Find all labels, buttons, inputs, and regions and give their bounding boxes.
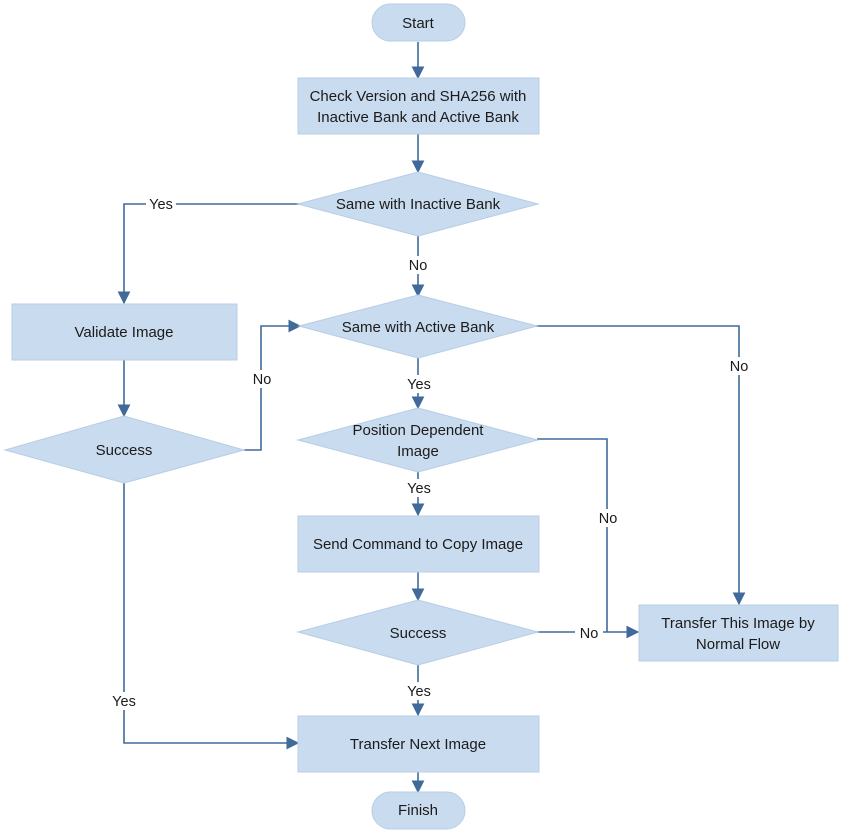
decision-same-inactive-label: Same with Inactive Bank [336, 196, 501, 213]
edge-labels: Yes No No Yes No Yes Yes No No Yes [108, 195, 753, 710]
validate-image-label: Validate Image [75, 324, 174, 341]
finish-terminator: Finish [371, 791, 466, 830]
decision-success-left-label: Success [96, 442, 153, 459]
transfer-normal-flow-line1: Transfer This Image by [661, 615, 815, 632]
transfer-next-image-process: Transfer Next Image [297, 715, 540, 773]
send-copy-command-label: Send Command to Copy Image [313, 536, 523, 553]
decision-success-mid-label: Success [390, 625, 447, 642]
edge-left-success-yes [123, 482, 300, 750]
finish-label: Finish [398, 802, 438, 819]
edge-inactive-yes [117, 203, 302, 305]
decision-same-inactive: Same with Inactive Bank [296, 171, 540, 237]
send-copy-command-process: Send Command to Copy Image [297, 515, 540, 573]
start-terminator: Start [371, 3, 466, 42]
label-position-no: No [599, 511, 618, 527]
label-active-yes: Yes [407, 377, 431, 393]
decision-position-dependent: Position Dependent Image [296, 407, 540, 473]
decision-same-active-label: Same with Active Bank [342, 319, 495, 336]
decision-position-dependent-line2: Image [397, 443, 439, 460]
label-left-success-no: No [253, 372, 272, 388]
transfer-next-image-label: Transfer Next Image [350, 736, 486, 753]
decision-position-dependent-line1: Position Dependent [353, 422, 485, 439]
decision-success-mid: Success [296, 599, 540, 666]
edge-active-no [536, 325, 746, 606]
check-version-label-line1: Check Version and SHA256 with [310, 88, 527, 105]
label-active-no: No [730, 359, 749, 375]
label-inactive-no: No [409, 258, 428, 274]
transfer-normal-flow-line2: Normal Flow [696, 636, 780, 653]
transfer-normal-flow-process: Transfer This Image by Normal Flow [638, 604, 839, 662]
edge-position-no [537, 438, 608, 632]
label-position-yes: Yes [407, 481, 431, 497]
label-mid-success-yes: Yes [407, 684, 431, 700]
nodes: Start Check Version and SHA256 with Inac… [3, 3, 839, 830]
check-version-process: Check Version and SHA256 with Inactive B… [297, 77, 540, 135]
decision-success-left: Success [3, 415, 246, 484]
validate-image-process: Validate Image [11, 303, 238, 361]
check-version-label-line2: Inactive Bank and Active Bank [317, 109, 519, 126]
label-mid-success-no: No [580, 626, 599, 642]
start-label: Start [402, 15, 435, 32]
decision-same-active: Same with Active Bank [297, 294, 539, 359]
label-inactive-yes: Yes [149, 197, 173, 213]
label-left-success-yes: Yes [112, 694, 136, 710]
